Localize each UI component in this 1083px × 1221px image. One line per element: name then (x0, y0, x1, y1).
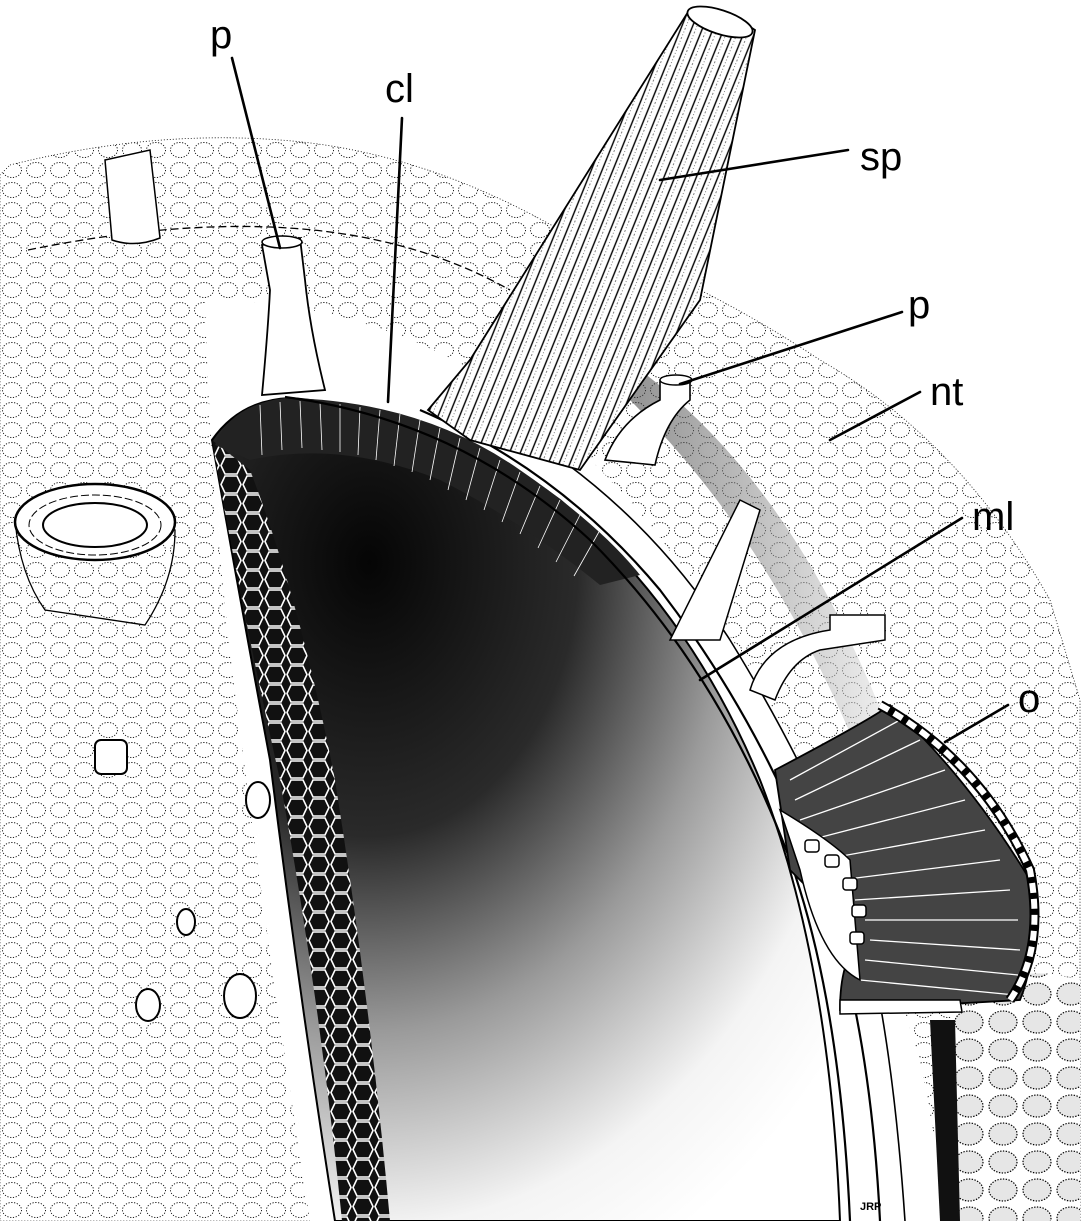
label-pore-lower: p (908, 283, 930, 327)
label-pore-upper: p (210, 13, 232, 57)
surface-canal (105, 150, 160, 244)
artist-signature: JRP (860, 1201, 881, 1213)
label-nt: nt (930, 370, 963, 414)
label-membrane: ml (972, 495, 1014, 539)
label-capsule-wall: cl (385, 67, 414, 111)
large-cell-region (950, 973, 1080, 1221)
label-spine: sp (860, 135, 902, 179)
label-organ: o (1018, 677, 1040, 721)
